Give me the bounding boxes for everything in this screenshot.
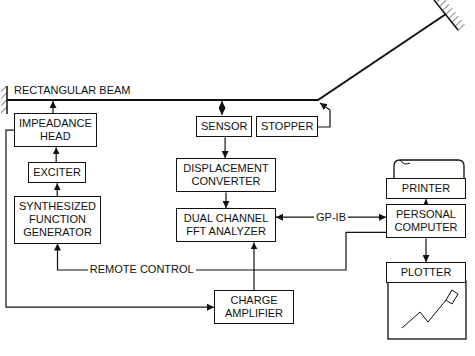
box-text: PRINTER: [391, 182, 461, 195]
process-box: SYNTHESIZED FUNCTION GENERATOR: [14, 196, 101, 244]
box-text: DISPLACEMENT CONVERTER: [181, 162, 271, 188]
edge-label: REMOTE CONTROL: [88, 263, 196, 276]
process-box: PLOTTER: [386, 262, 466, 283]
wall-hatch: [436, 0, 466, 34]
box-text: CHARGE AMPLIFIER: [219, 294, 289, 320]
edge-label: GP-IB: [314, 211, 348, 224]
box-text: IMPEADANCE HEAD: [19, 117, 92, 143]
box-text: DUAL CHANNEL FFT ANALYZER: [181, 212, 271, 238]
paper-curl: [400, 160, 410, 164]
process-box: PRINTER: [386, 178, 466, 199]
connector: [225, 192, 226, 208]
box-text: SENSOR: [201, 120, 247, 133]
plot-trace: [402, 300, 446, 328]
connector: [253, 242, 254, 290]
process-box: EXCITER: [28, 162, 86, 183]
process-box: DUAL CHANNEL FFT ANALYZER: [176, 208, 276, 242]
connectors: [6, 130, 426, 307]
sense-arrow: [221, 101, 222, 115]
drive-arrow: [52, 101, 53, 113]
plotter-body: [388, 281, 466, 339]
process-box: PERSONAL COMPUTER: [386, 204, 466, 238]
connector: [225, 137, 226, 158]
box-text: SYNTHESIZED FUNCTION GENERATOR: [19, 200, 96, 240]
process-box: CHARGE AMPLIFIER: [214, 290, 294, 324]
process-box: DISPLACEMENT CONVERTER: [176, 158, 276, 192]
beam-illustration: [1, 0, 466, 339]
rectangular-beam: [7, 14, 446, 100]
connector: [56, 147, 57, 162]
printer-paper: [394, 160, 464, 178]
process-box: IMPEADANCE HEAD: [14, 113, 97, 147]
box-text: EXCITER: [33, 166, 81, 179]
box-text: STOPPER: [261, 120, 313, 133]
connector: [57, 183, 58, 196]
wall-hatch: [1, 86, 7, 114]
process-box: SENSOR: [196, 116, 252, 137]
process-box: STOPPER: [256, 116, 318, 137]
part-label: RECTANGULAR BEAM: [12, 84, 133, 97]
box-text: PLOTTER: [391, 266, 461, 279]
box-text: PERSONAL COMPUTER: [391, 208, 461, 234]
connector: [425, 238, 426, 262]
plotter-pen: [446, 290, 458, 304]
